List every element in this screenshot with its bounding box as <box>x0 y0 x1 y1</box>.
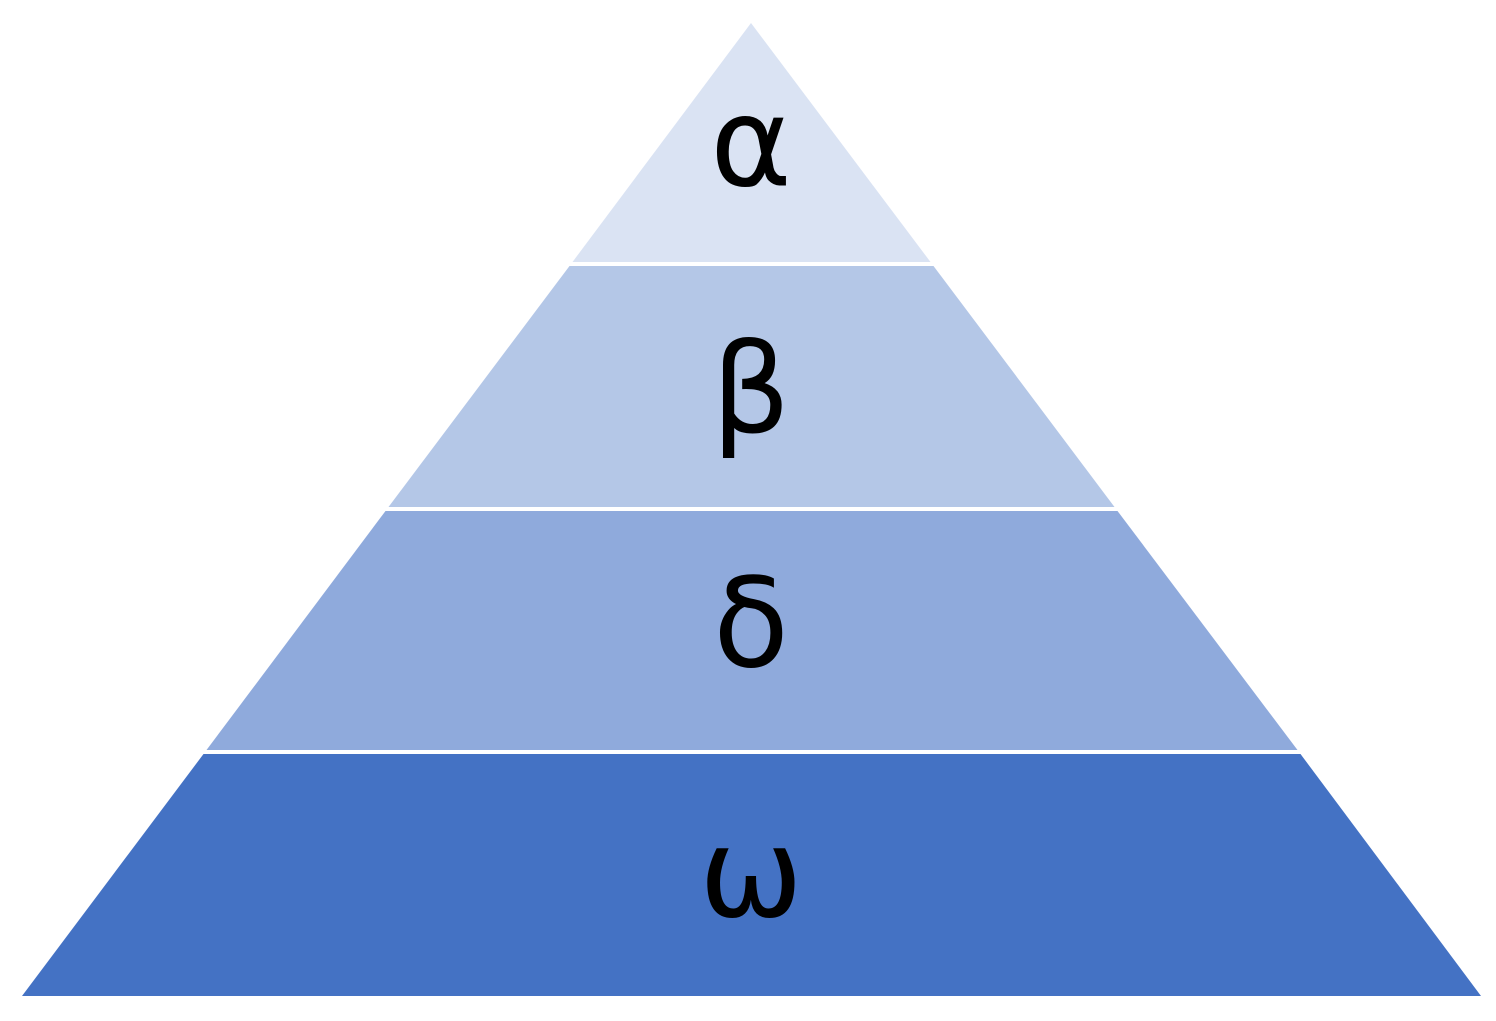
tier-separators <box>203 262 1301 754</box>
pyramid-tier-alpha: α <box>571 23 932 264</box>
pyramid-tier-alpha-shape <box>571 23 932 264</box>
pyramid-tier-omega-shape <box>22 752 1481 996</box>
pyramid-tier-beta-shape <box>387 264 1116 509</box>
pyramid-tier-delta-shape <box>205 509 1299 752</box>
pyramid-tier-delta-label: δ <box>713 552 789 696</box>
pyramid-tier-delta: δ <box>205 509 1299 752</box>
pyramid-tier-omega: ω <box>22 752 1481 996</box>
pyramid-tier-beta-label: β <box>711 318 790 462</box>
pyramid-tier-omega-label: ω <box>699 802 803 946</box>
pyramid-tier-alpha-label: α <box>710 71 792 215</box>
pyramid-tier-beta: β <box>387 264 1116 509</box>
